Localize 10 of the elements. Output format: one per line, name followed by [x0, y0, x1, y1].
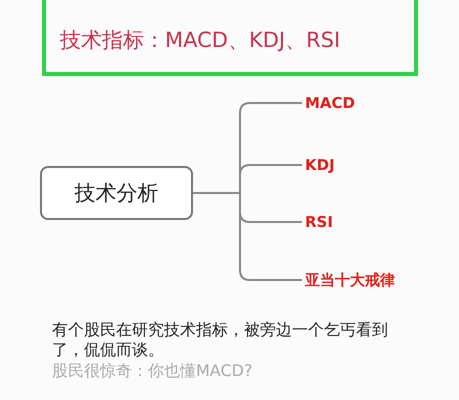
- story-text: 股民很惊奇：你也懂MACD?: [52, 361, 254, 381]
- highlight-box: [42, 0, 418, 76]
- branch-label: MACD: [305, 93, 355, 113]
- connector-line: [193, 192, 302, 281]
- topic-box: 技术分析: [40, 166, 193, 220]
- branch-label: KDJ: [305, 155, 335, 175]
- branch-label: 亚当十大戒律: [305, 270, 395, 290]
- branch-label: RSI: [305, 212, 333, 232]
- heading-text: 技术指标：MACD、KDJ、RSI: [60, 27, 340, 54]
- story-text: 有个股民在研究技术指标，被旁边一个乞丐看到了，侃侃而谈。: [52, 320, 389, 360]
